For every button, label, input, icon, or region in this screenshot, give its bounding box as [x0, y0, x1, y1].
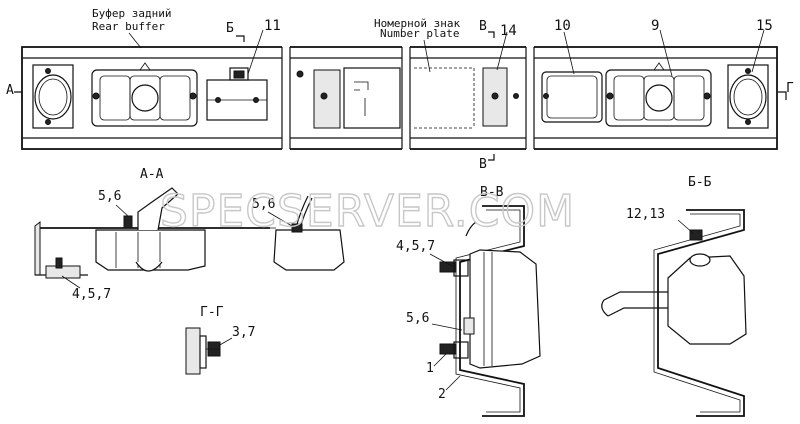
number-plate-bracket-left — [296, 67, 401, 129]
rear-buffer-view — [14, 29, 787, 161]
section-aa-title: А-А — [140, 167, 164, 182]
left-round-lamp — [32, 64, 74, 129]
section-aa-drawing — [34, 187, 345, 279]
vv-callout-56: 5,6 — [406, 311, 429, 326]
plate-lamp-11 — [206, 67, 268, 121]
rear-buffer-en-label: Rear buffer — [92, 20, 165, 33]
number-plate-en-label: Number plate — [380, 27, 459, 40]
cut-v-bottom-label: В — [479, 157, 487, 172]
section-vv-drawing — [439, 205, 541, 417]
left-combined-lamp — [91, 62, 198, 127]
cut-a-left-label: А — [6, 83, 14, 98]
callout-15: 15 — [756, 18, 773, 34]
aa-callout-56b: 5,6 — [252, 197, 275, 212]
aa-callout-457: 4,5,7 — [72, 287, 111, 302]
right-lamp-10 — [541, 71, 603, 123]
callout-14: 14 — [500, 23, 517, 39]
section-gg-drawing — [185, 327, 221, 375]
right-round-lamp-15 — [727, 64, 769, 129]
aa-callout-56: 5,6 — [98, 189, 121, 204]
rear-buffer-ru-label: Буфер задний — [92, 7, 171, 20]
vv-callout-457: 4,5,7 — [396, 239, 435, 254]
section-bb-drawing — [601, 209, 747, 417]
gg-callout-37: 3,7 — [232, 325, 255, 340]
number-plate-area — [414, 67, 519, 129]
section-vv-title: В-В — [480, 185, 504, 200]
section-bb-title: Б-Б — [688, 175, 712, 190]
callout-leaders — [128, 29, 765, 77]
callout-9: 9 — [651, 18, 659, 34]
vv-callout-2: 2 — [438, 387, 446, 402]
section-markers — [14, 31, 787, 161]
callout-10: 10 — [554, 18, 571, 34]
bb-callout-1213: 12,13 — [626, 207, 665, 222]
number-plate-ru-label: Номерной знак — [374, 17, 460, 30]
specserver-watermark: SPECSERVER.COM — [160, 186, 575, 237]
section-gg-title: Г-Г — [200, 305, 224, 320]
cut-b-top-label: Б — [226, 21, 234, 36]
vv-callout-1: 1 — [426, 361, 434, 376]
right-lamp-9 — [605, 62, 712, 127]
cut-g-right-label: Г — [786, 81, 794, 96]
callout-11: 11 — [264, 18, 281, 34]
cut-v-top-label: В — [479, 19, 487, 34]
